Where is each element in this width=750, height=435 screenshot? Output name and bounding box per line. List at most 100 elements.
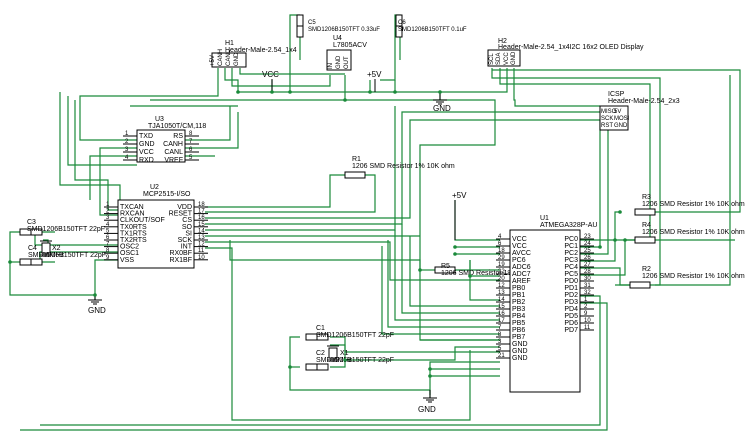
- resistor-r2: R2 1206 SMD Resistor 1% 10K ohm: [629, 266, 745, 289]
- u1-pin-pb7: PB7: [512, 334, 525, 341]
- h2-pin-1: SCL: [489, 53, 495, 65]
- u2-pin-tx0rts: TX0RTS: [120, 224, 147, 231]
- icsp-pin-5v: 5V: [614, 109, 621, 115]
- u3-pin-vref: VREF: [164, 157, 183, 164]
- c2-value: SMD1206B150TFT 22pF: [316, 357, 394, 364]
- h1-body: [211, 52, 247, 68]
- gnd-symbol-left: GND: [88, 295, 106, 315]
- u1-pin-num-3: 3: [498, 339, 502, 345]
- u1-pin-num-14: 14: [498, 297, 505, 303]
- u2-pin-reset: RESET: [169, 211, 193, 218]
- gnd-bottom-label: GND: [418, 405, 436, 414]
- u1-pin-vcc: VCC: [512, 236, 527, 243]
- resistor-r4: R4 1206 SMD Resistor 1% 10K ohm: [634, 222, 745, 244]
- u1-pin-pb0: PB0: [512, 285, 525, 292]
- r3-value: 1206 SMD Resistor 1% 10K ohm: [642, 201, 745, 208]
- icsp-ref: ICSP: [608, 91, 625, 98]
- u2-pin-rx0bf: RX0BF: [169, 250, 192, 257]
- u1-pin-pd1: PD1: [564, 285, 578, 292]
- u2-pin-so: SO: [182, 224, 193, 231]
- h2-pin-3: VCC: [504, 52, 510, 65]
- u2-pin-num-3: 3: [106, 215, 110, 221]
- wires: [9, 14, 741, 431]
- u2-pin-rx1bf: RX1BF: [169, 257, 192, 264]
- u1-pin-pd2: PD2: [564, 292, 578, 299]
- u1-pin-num-30: 30: [584, 276, 591, 282]
- u1-pin-num-9: 9: [584, 311, 588, 317]
- r2-ref: R2: [642, 266, 651, 273]
- u1-pin-pc0: PC0: [564, 236, 578, 243]
- u2-pin-num-9: 9: [106, 255, 110, 261]
- u1-pin-avcc: AVCC: [512, 250, 531, 257]
- u3-pin-txd: TXD: [139, 133, 153, 140]
- icsp-pin-sck: SCK: [601, 116, 613, 122]
- icsp-body: [599, 105, 629, 131]
- r4-value: 1206 SMD Resistor 1% 10K ohm: [642, 229, 745, 236]
- u1-pin-gnd: GND: [512, 341, 528, 348]
- r4-ref: R4: [642, 222, 651, 229]
- x2-value: 16MHz: [42, 252, 65, 259]
- c3-value: SMD1206B150TFT 22pF: [27, 226, 105, 233]
- u1-pin-num-8: 8: [498, 332, 502, 338]
- crystal-x2: X2 16MHz: [40, 240, 65, 259]
- h1-pin-2: CANH: [218, 49, 224, 66]
- u3-pin-num-1: 1: [125, 131, 129, 137]
- u3-pin-rxd: RXD: [139, 157, 154, 164]
- u1-pin-num-19: 19: [498, 262, 505, 268]
- gnd-left-label: GND: [88, 306, 106, 315]
- u1-pin-pb2: PB2: [512, 299, 525, 306]
- capacitor-c4: C4 SMD1206B150TFT 22pF: [19, 245, 106, 266]
- header-h1: +5V CANH CANL GND H1 Header-Male-2.54_1x…: [210, 40, 297, 68]
- u1-value: ATMEGA328P-AU: [540, 222, 597, 229]
- u4-pin-gnd: GND: [336, 55, 342, 69]
- u1-pin-aref: AREF: [512, 278, 531, 285]
- icsp-pin-gnd: GND: [614, 123, 628, 129]
- x1-ref: X1: [340, 350, 349, 357]
- u2-pin-int: INT: [181, 244, 193, 251]
- u4-pin-out: OUT: [344, 56, 350, 69]
- c5-value: SMD1206B150TFT 0.33uF: [308, 27, 380, 33]
- u1-body: [509, 229, 581, 393]
- u2-pin-num-6: 6: [106, 235, 110, 241]
- c4-value: SMD1206B150TFT 22pF: [28, 252, 106, 259]
- u1-pin-num-27: 27: [584, 262, 591, 268]
- header-icsp: MISO SCK RST 5V MOSI GND ICSP Header-Mal…: [599, 91, 680, 131]
- u1-pin-num-10: 10: [584, 318, 591, 324]
- u3-pin-num-8: 8: [189, 131, 193, 137]
- u1-pin-pd4: PD4: [564, 306, 578, 313]
- c6-value: SMD1206B150TFT 0.1uF: [398, 27, 467, 33]
- h1-pin-4: GND: [234, 52, 240, 66]
- u2-pin-num-2: 2: [106, 209, 110, 215]
- u1-pin-num-4: 4: [498, 234, 502, 240]
- u2-pin-num-10: 10: [198, 255, 205, 261]
- u1-ref: U1: [540, 215, 549, 222]
- u3-pin-num-6: 6: [189, 147, 193, 153]
- u2-pin-num-15: 15: [198, 222, 205, 228]
- plus5v-u1: +5V: [452, 191, 467, 240]
- r1-body: [344, 171, 366, 179]
- r5-body: [434, 266, 456, 274]
- u2-pin-tx2rts: TX2RTS: [120, 237, 147, 244]
- u1-pin-pc2: PC2: [564, 250, 578, 257]
- u1-pin-pd0: PD0: [564, 278, 578, 285]
- u2-pin-osc1: OSC1: [120, 250, 139, 257]
- gnd-symbol-top: GND: [433, 92, 451, 113]
- gnd-top-label: GND: [433, 104, 451, 113]
- capacitor-c1: C1 SMD1206B150TFT 22pF: [305, 325, 394, 341]
- u4-ref: U4: [333, 35, 342, 42]
- u1-pin-pd6: PD6: [564, 320, 578, 327]
- u3-pin-rs: RS: [173, 133, 183, 140]
- u1-pin-pc6: PC6: [512, 257, 526, 264]
- r5-value: 1206 SMD Resistor 1% 10K ohm: [441, 270, 544, 277]
- u1-pin-pc5: PC5: [564, 271, 578, 278]
- u3-pin-num-7: 7: [189, 139, 193, 145]
- u2-pin-vss: VSS: [120, 257, 134, 264]
- c1-ref: C1: [316, 325, 325, 332]
- h2-body: [487, 49, 521, 67]
- u3-pin-vcc: VCC: [139, 149, 154, 156]
- u2-pin-num-16: 16: [198, 215, 205, 221]
- u1-pin-num-25: 25: [584, 248, 591, 254]
- u1-pin-num-21: 21: [498, 353, 505, 359]
